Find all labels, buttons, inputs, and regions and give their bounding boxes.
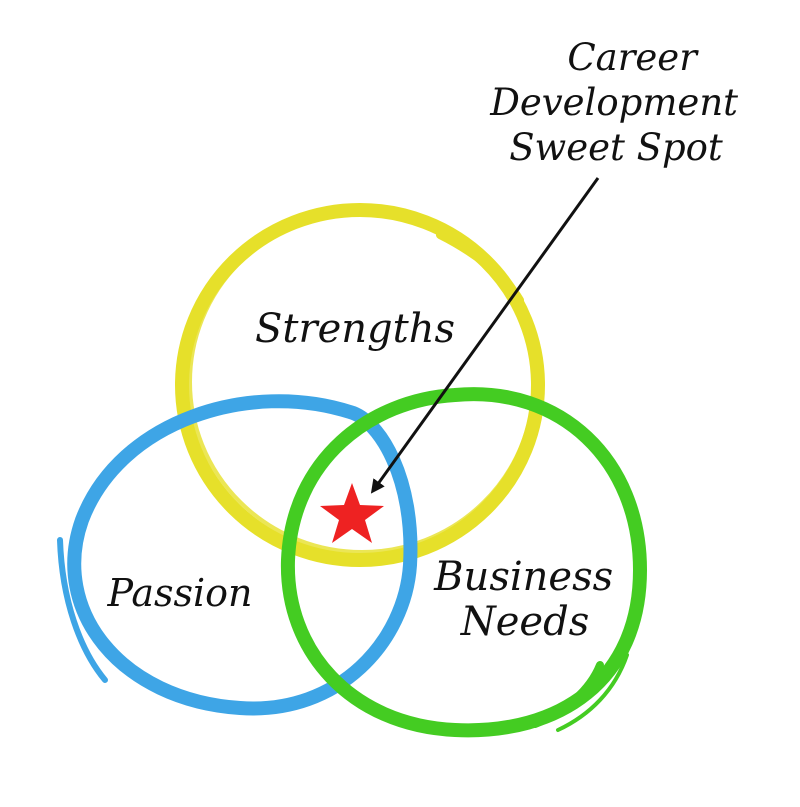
star-icon xyxy=(320,483,384,543)
business-needs-line-1: Business xyxy=(433,554,613,600)
passion-label: Passion xyxy=(106,571,252,615)
passion-circle xyxy=(57,394,418,716)
strengths-label: Strengths xyxy=(255,306,455,352)
callout-arrow xyxy=(370,177,600,494)
callout-line-3: Sweet Spot xyxy=(509,126,723,169)
business-needs-circle xyxy=(280,387,648,738)
business-needs-line-2: Needs xyxy=(460,599,589,645)
callout-label: Career Development Sweet Spot xyxy=(489,36,750,169)
callout-line-1: Career xyxy=(567,36,699,79)
business-needs-label: Business Needs xyxy=(433,554,626,645)
callout-line-2: Development xyxy=(489,81,738,124)
